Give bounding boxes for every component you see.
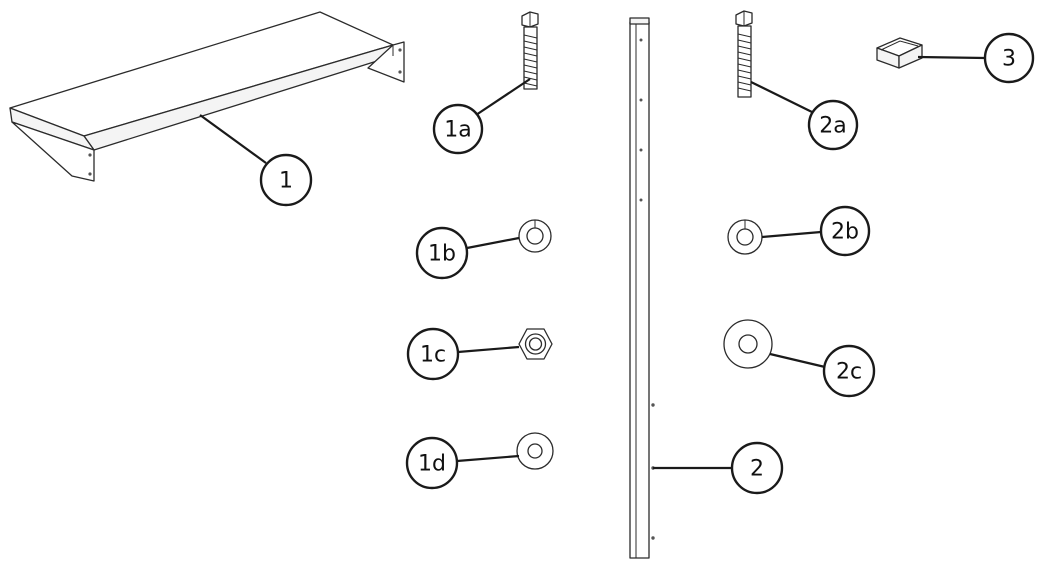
leader-2c <box>769 352 826 369</box>
lock-washer-1b-part <box>518 219 552 253</box>
callout-label-2: 2 <box>750 457 764 482</box>
callout-1d: 1d <box>405 436 459 490</box>
washer-1d-part <box>516 432 554 470</box>
leader-1a <box>475 78 531 116</box>
bolt-2a-part <box>735 10 753 98</box>
callout-label-1c: 1c <box>420 343 446 368</box>
callout-1: 1 <box>259 153 313 207</box>
leader-cap <box>917 55 986 60</box>
lock-washer-2b-part <box>727 219 763 255</box>
callout-1a: 1a <box>432 103 484 155</box>
callout-label-2c: 2c <box>836 360 862 385</box>
callout-2b: 2b <box>819 205 871 257</box>
shelf-part <box>9 11 405 182</box>
callout-label-1a: 1a <box>444 118 471 143</box>
callout-3: 3 <box>983 32 1035 84</box>
cap-part <box>876 37 923 69</box>
callout-1c: 1c <box>406 327 460 381</box>
leader-1d <box>456 454 520 463</box>
callout-label-3: 3 <box>1002 47 1016 72</box>
callout-1b: 1b <box>415 226 469 280</box>
callout-label-2a: 2a <box>819 114 846 139</box>
leader-1c <box>457 345 520 354</box>
callout-label-1: 1 <box>279 169 293 194</box>
callout-2a: 2a <box>807 99 859 151</box>
leader-shelf <box>199 114 267 164</box>
leader-1b <box>466 236 520 250</box>
leader-lines <box>199 55 986 470</box>
callout-label-1d: 1d <box>418 452 446 477</box>
leader-2a <box>750 81 815 114</box>
callout-label-1b: 1b <box>428 242 456 267</box>
washer-2c-part <box>723 319 773 369</box>
callout-2c: 2c <box>822 344 876 398</box>
post-part <box>629 17 655 559</box>
callout-label-2b: 2b <box>831 220 859 245</box>
bolt-1a-part <box>521 11 539 90</box>
nut-1c-part <box>518 328 553 360</box>
callout-2: 2 <box>730 441 784 495</box>
leader-2b <box>761 230 822 239</box>
